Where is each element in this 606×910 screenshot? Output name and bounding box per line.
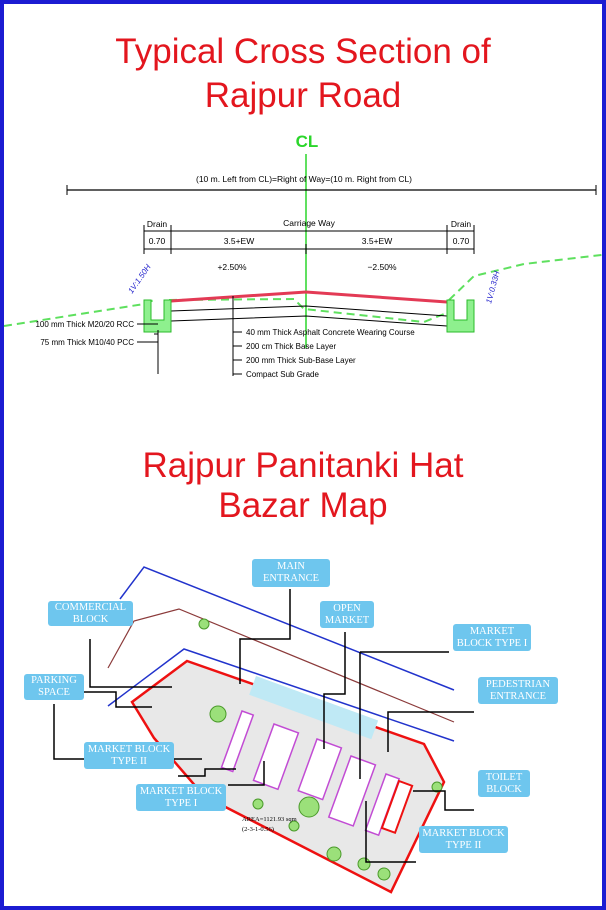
map-title-line2: Bazar Map — [218, 486, 388, 525]
ground-line — [4, 253, 602, 327]
map-title-line1: Rajpur Panitanki Hat — [142, 446, 464, 485]
map-leader-lines — [53, 589, 474, 863]
bazar-map-drawing — [107, 566, 455, 894]
pavement-layer-4: Compact Sub Grade — [246, 370, 319, 379]
drain-width-left: 0.70 — [149, 236, 166, 246]
drain-width-right: 0.70 — [453, 236, 470, 246]
label-commercial-block: COMMERCIAL BLOCK — [48, 601, 133, 626]
pavement-layer-3: 200 mm Thick Sub-Base Layer — [246, 356, 356, 365]
right-of-way-label: (10 m. Left from CL)=Right of Way=(10 m.… — [196, 174, 412, 184]
area-plot-number: (2-3-1-0.56) — [242, 826, 274, 833]
label-market-block-type2-left: MARKET BLOCK TYPE II — [84, 742, 174, 769]
left-drain — [143, 299, 172, 333]
label-open-market: OPEN MARKET — [320, 601, 374, 628]
drain-left-label: Drain — [147, 219, 168, 229]
cross-section-title-line2: Rajpur Road — [204, 76, 402, 115]
drain-right-label: Drain — [451, 219, 472, 229]
lane-left-width: 3.5+EW — [224, 236, 254, 246]
wearing-course — [170, 290, 448, 304]
drain-layer-1: 100 mm Thick M20/20 RCC — [35, 320, 134, 329]
lane-right-width: 3.5+EW — [362, 236, 392, 246]
centerline-label: CL — [296, 132, 319, 151]
label-main-entrance: MAIN ENTRANCE — [252, 559, 330, 587]
ground-line-under-road — [168, 297, 445, 324]
drain-layer-2: 75 mm Thick M10/40 PCC — [40, 338, 134, 347]
cross-section-title-line1: Typical Cross Section of — [115, 32, 491, 71]
label-market-block-type1-right: MARKET BLOCK TYPE I — [453, 624, 531, 651]
label-market-block-type1-left: MARKET BLOCK TYPE I — [136, 784, 226, 811]
label-toilet-block: TOILET BLOCK — [478, 770, 530, 797]
label-market-block-type2-right: MARKET BLOCK TYPE II — [419, 826, 508, 853]
pavement-layer-1: 40 mm Thick Asphalt Concrete Wearing Cou… — [246, 328, 415, 337]
label-parking-space: PARKING SPACE — [24, 674, 84, 700]
side-slope-right: 1V:0.33H — [484, 270, 501, 305]
right-drain — [446, 299, 475, 333]
cross-section-drawing: CL (10 m. Left from CL)=Right of Way=(10… — [4, 132, 602, 894]
label-pedestrian-entrance: PEDESTRIAN ENTRANCE — [478, 677, 558, 704]
carriage-way-label: Carriage Way — [283, 218, 335, 228]
slope-right: −2.50% — [367, 262, 397, 272]
pavement-layer-2: 200 cm Thick Base Layer — [246, 342, 336, 351]
side-slope-left: 1V:1.50H — [126, 263, 153, 296]
slope-left: +2.50% — [217, 262, 247, 272]
area-label: AREA=1121.93 sqm — [242, 816, 297, 823]
